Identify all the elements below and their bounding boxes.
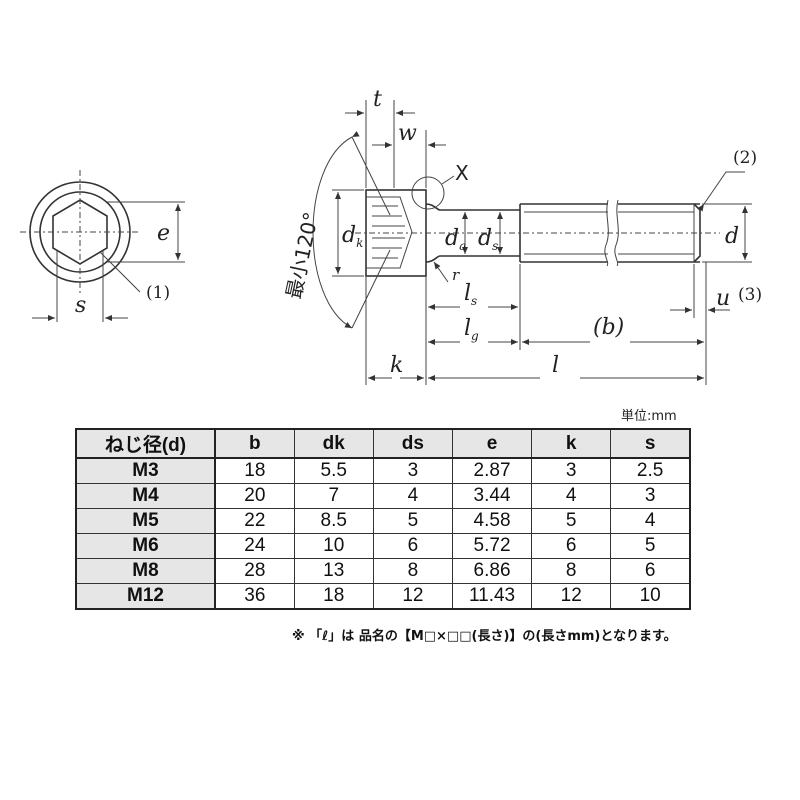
label-angle-min-120: 最小120° (281, 210, 323, 301)
header-dk: dk (293, 428, 374, 459)
cell-s: 4 (610, 508, 691, 534)
hex-socket-section (366, 196, 413, 269)
cell-size: M5 (75, 508, 216, 534)
cell-size: M6 (75, 533, 216, 559)
note-3-label: (3) (738, 285, 762, 305)
cell-e: 2.87 (451, 457, 533, 484)
bolt-technical-drawing: e s (1) (20, 87, 762, 385)
cell-ds: 8 (372, 558, 453, 584)
cell-b: 36 (214, 583, 295, 610)
cell-dk: 18 (293, 583, 374, 610)
table-row: M8 28 13 8 6.86 8 6 (75, 558, 691, 584)
cell-dk: 8.5 (293, 508, 374, 534)
cell-ds: 12 (372, 583, 453, 610)
cell-s: 6 (610, 558, 691, 584)
label-d: d (725, 224, 739, 249)
cell-s: 2.5 (610, 457, 691, 484)
cell-e: 4.58 (451, 508, 533, 534)
cell-k: 8 (531, 558, 612, 584)
header-e: e (451, 428, 533, 459)
cell-size: M3 (75, 457, 216, 484)
cell-s: 3 (610, 483, 691, 509)
cell-size: M12 (75, 583, 216, 610)
bolt-side-view (355, 189, 720, 277)
table-row: M5 22 8.5 5 4.58 5 4 (75, 508, 691, 534)
break-line-right (614, 199, 619, 267)
cell-k: 3 (531, 457, 612, 484)
unit-label: 単位:mm (621, 409, 677, 424)
table-header-row: ねじ径(d) b dk ds e k s (75, 428, 691, 459)
cell-size: M8 (75, 558, 216, 584)
note-2-label: (2) (733, 148, 757, 168)
label-ds: ds (478, 226, 498, 253)
label-k: k (390, 353, 403, 378)
header-thread-size: ねじ径(d) (75, 428, 216, 459)
cell-size: M4 (75, 483, 216, 509)
leader-note1 (99, 251, 141, 293)
cell-dk: 13 (293, 558, 374, 584)
cell-ds: 4 (372, 483, 453, 509)
label-u: u (716, 286, 730, 311)
note-1-label: (1) (146, 283, 170, 303)
cell-k: 12 (531, 583, 612, 610)
cell-k: 5 (531, 508, 612, 534)
cell-k: 6 (531, 533, 612, 559)
label-l: l (552, 353, 559, 378)
cell-dk: 5.5 (293, 457, 374, 484)
cell-ds: 5 (372, 508, 453, 534)
label-ls: ls (464, 281, 477, 308)
cell-e: 3.44 (451, 483, 533, 509)
cell-e: 11.43 (451, 583, 533, 610)
spec-table: ねじ径(d) b dk ds e k s M3 18 5.5 3 2.87 3 … (75, 428, 691, 610)
table-row: M6 24 10 6 5.72 6 5 (75, 533, 691, 559)
break-line-left (604, 199, 609, 267)
table-row: M3 18 5.5 3 2.87 3 2.5 (75, 457, 691, 484)
label-t: t (373, 87, 382, 112)
label-x: X (455, 161, 469, 185)
label-e: e (157, 221, 170, 246)
header-ds: ds (372, 428, 453, 459)
header-b: b (214, 428, 295, 459)
footnote: ※ 「ℓ」は 品名の【M□×□□(長さ)】の(長さmm)となります。 (292, 629, 677, 644)
cell-dk: 7 (293, 483, 374, 509)
header-s: s (610, 428, 691, 459)
table-row: M12 36 18 12 11.43 12 10 (75, 583, 691, 610)
cell-ds: 6 (372, 533, 453, 559)
cell-e: 5.72 (451, 533, 533, 559)
cell-b: 18 (214, 457, 295, 484)
cell-b: 28 (214, 558, 295, 584)
cell-ds: 3 (372, 457, 453, 484)
cell-b: 20 (214, 483, 295, 509)
label-lg: lg (464, 316, 479, 343)
angle-arc (312, 131, 360, 329)
cell-k: 4 (531, 483, 612, 509)
label-b: (b) (593, 315, 624, 340)
label-r: r (452, 266, 460, 284)
label-w: w (398, 121, 417, 146)
label-da: da (445, 226, 466, 253)
leader-note2 (697, 171, 745, 212)
head-end-view (20, 170, 185, 322)
label-s: s (75, 293, 86, 318)
detail-x-circle (411, 176, 445, 210)
cell-b: 22 (214, 508, 295, 534)
table-row: M4 20 7 4 3.44 4 3 (75, 483, 691, 509)
label-dk: dk (342, 223, 363, 250)
cell-e: 6.86 (451, 558, 533, 584)
header-k: k (531, 428, 612, 459)
cell-b: 24 (214, 533, 295, 559)
cell-dk: 10 (293, 533, 374, 559)
cell-s: 5 (610, 533, 691, 559)
cell-s: 10 (610, 583, 691, 610)
